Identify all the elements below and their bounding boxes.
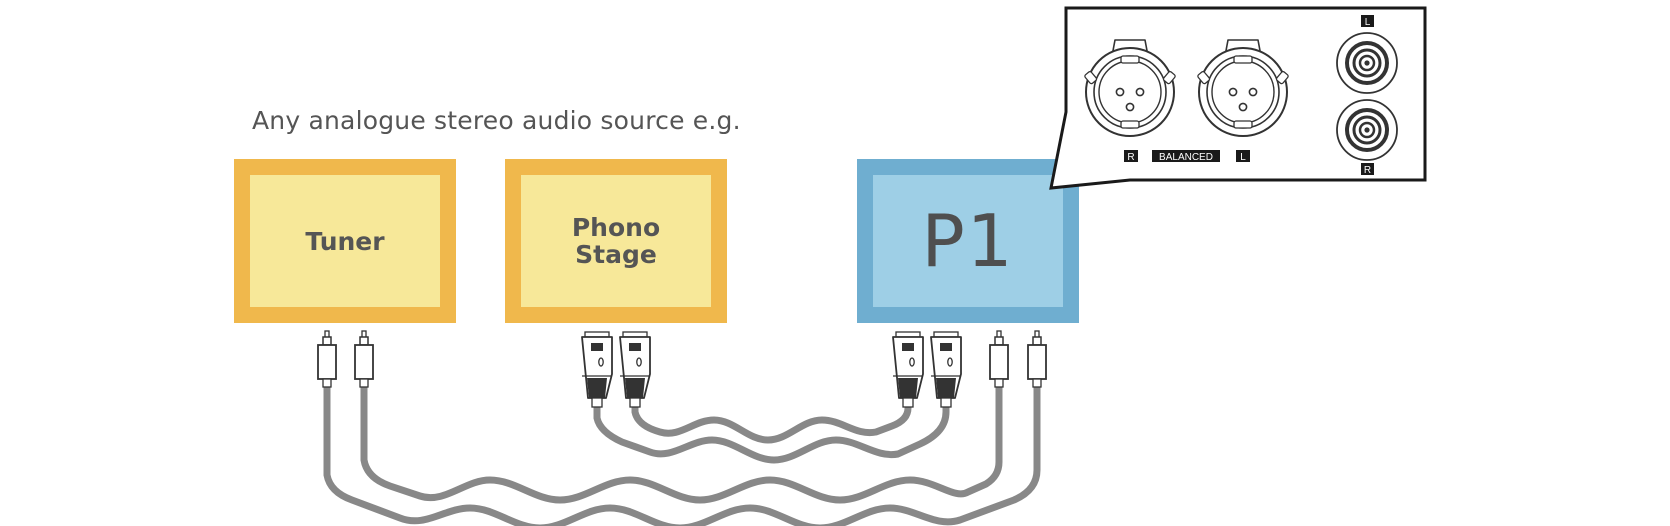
rca-plug-p1-left	[989, 330, 1009, 388]
rca-plug-tuner-right	[354, 330, 374, 388]
tag-rca-r: R	[1361, 163, 1374, 176]
source-caption: Any analogue stereo audio source e.g.	[252, 106, 741, 135]
xlr-socket-left	[1197, 39, 1289, 137]
tuner-label: Tuner	[305, 226, 385, 256]
phono-stage-box: Phono Stage	[505, 159, 727, 323]
p1-box: P1	[857, 159, 1079, 323]
rear-panel-callout: R BALANCED L L R	[1049, 6, 1427, 190]
rca-cable-inner	[360, 368, 1003, 504]
xlr-plug-phono-right	[619, 331, 651, 408]
xlr-cable-pair	[593, 398, 950, 464]
tag-xlr-r: R	[1124, 150, 1138, 163]
tag-xlr-l-text: L	[1240, 152, 1246, 163]
xlr-plug-p1-right	[930, 331, 962, 408]
xlr-cable-inner	[631, 398, 912, 444]
tag-balanced: BALANCED	[1152, 150, 1220, 163]
xlr-plug-phono-left	[581, 331, 613, 408]
phono-label-line1: Phono	[571, 213, 661, 242]
phono-label-line2: Stage	[575, 240, 657, 269]
tag-xlr-l: L	[1236, 150, 1250, 163]
tag-xlr-r-text: R	[1127, 152, 1134, 163]
phono-stage-label: Phono Stage	[572, 214, 660, 268]
tuner-box: Tuner	[234, 159, 456, 323]
xlr-socket-right	[1084, 39, 1176, 137]
tag-rca-l: L	[1361, 15, 1374, 28]
rca-plug-p1-right	[1027, 330, 1047, 388]
rca-cable-pair	[323, 368, 1041, 526]
tag-rca-r-text: R	[1364, 165, 1371, 176]
xlr-plug-p1-left	[892, 331, 924, 408]
rca-cable-outer	[323, 368, 1041, 526]
rca-socket-left	[1336, 32, 1398, 94]
rca-socket-right	[1336, 99, 1398, 161]
tag-balanced-text: BALANCED	[1159, 152, 1213, 163]
xlr-cable-outer	[593, 398, 950, 464]
tag-rca-l-text: L	[1365, 17, 1371, 28]
rca-plug-tuner-left	[317, 330, 337, 388]
